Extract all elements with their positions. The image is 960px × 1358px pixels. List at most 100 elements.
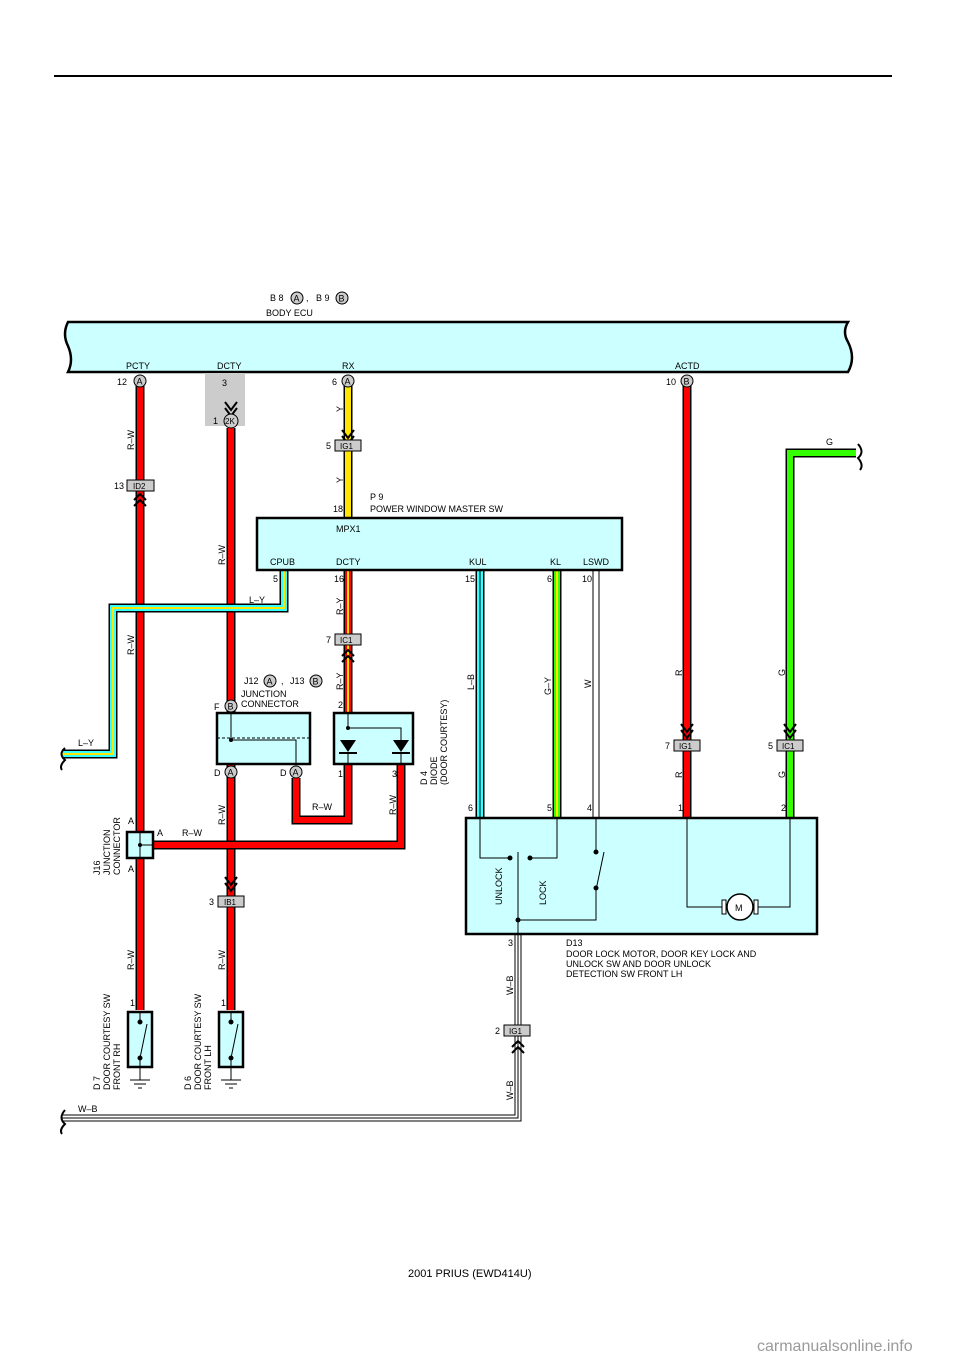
p9-pin18: 18 xyxy=(333,504,343,514)
wire-label-y-1: Y xyxy=(335,406,345,412)
ig1-c-num: 2 xyxy=(495,1026,500,1036)
j16-a-right: A xyxy=(157,828,163,838)
ig1-b-num: 7 xyxy=(665,741,670,751)
ib1-num: 3 xyxy=(209,897,214,907)
wire-ly xyxy=(62,570,289,759)
p9-kl: KL xyxy=(550,557,561,567)
d6-switch-icon xyxy=(221,1012,241,1089)
diode-2-icon xyxy=(393,740,409,752)
diode-link xyxy=(347,713,402,740)
jc-j13-badge-shape xyxy=(309,674,323,688)
d13-name: D13 xyxy=(566,938,583,948)
dcty-num: 3 xyxy=(222,378,227,388)
wire-label-wb-2: W–B xyxy=(505,1080,515,1100)
motor-brush-right xyxy=(753,899,759,915)
ig1-b-label: IG1 xyxy=(679,742,692,751)
id2-box xyxy=(126,479,155,492)
wire-label-r-1: R xyxy=(674,669,684,676)
d13-desc2: UNLOCK SW AND DOOR UNLOCK xyxy=(566,959,711,969)
actd-num: 10 xyxy=(666,377,676,387)
chevron-ib1-icon xyxy=(224,876,238,893)
motor-brush-left xyxy=(721,899,727,915)
actd-badge-shape xyxy=(680,374,694,388)
wire-rw-jc-diode xyxy=(291,765,353,825)
wire-label-rw-6: R–W xyxy=(217,949,227,970)
wire-label-ry-2: R–Y xyxy=(335,672,345,690)
diode-node xyxy=(346,726,350,730)
wire-label-rw-4: R–W xyxy=(217,544,227,565)
diode-line1: D 4 xyxy=(419,771,429,785)
p9-n16: 16 xyxy=(334,574,344,584)
pcty-badge: A xyxy=(137,377,143,387)
chevron-ig1-c-icon xyxy=(511,1039,525,1054)
wire-label-rw-8: R–W xyxy=(312,802,333,812)
ecu-ref-2-badge: B xyxy=(339,294,345,304)
pin-label-dcty: DCTY xyxy=(217,361,242,371)
ig1-a-box xyxy=(334,439,362,452)
diode-line3: (DOOR COURTESY) xyxy=(439,700,449,785)
wire-label-g-3: G xyxy=(826,437,833,447)
chevron-id2-icon xyxy=(133,492,147,507)
jc-d1: D xyxy=(214,768,221,778)
jc-j12-badge-shape xyxy=(263,674,277,688)
jc-line1: JUNCTION xyxy=(241,689,287,699)
wire-g xyxy=(785,448,856,818)
pcty-num: 12 xyxy=(117,377,127,387)
chevron-ic1-b-icon xyxy=(783,723,797,740)
wire-label-y-2: Y xyxy=(335,477,345,483)
wire-label-ry-1: R–Y xyxy=(335,597,345,615)
chevron-ig1-b-icon xyxy=(680,723,694,740)
ic1-b-box xyxy=(776,739,804,752)
p9-box xyxy=(255,516,624,572)
ic1-a-num: 7 xyxy=(326,635,331,645)
ig1-b-box xyxy=(673,739,701,752)
jc-f: F xyxy=(214,702,220,712)
ecu-name: BODY ECU xyxy=(266,308,313,318)
jc-sep: , xyxy=(281,676,284,686)
chevron-ic1-a-icon xyxy=(341,648,355,663)
watermark: carmanualsonline.info xyxy=(757,1338,913,1355)
wire-label-r-2: R xyxy=(674,771,684,778)
ecu-ref-2-badge-shape xyxy=(335,291,349,305)
diode-line2: DIODE xyxy=(429,756,439,785)
ecu-sep: , xyxy=(306,293,309,303)
d13-internals xyxy=(479,818,791,934)
wire-wb xyxy=(62,935,522,1122)
ig1-a-label: IG1 xyxy=(340,442,353,451)
ecu-ref-1-badge-shape xyxy=(290,291,304,305)
wire-label-rw-9: R–W xyxy=(182,828,203,838)
wire-label-w: W xyxy=(583,679,593,688)
wire-label-gy: G–Y xyxy=(543,677,553,695)
jc-inner-link xyxy=(230,713,297,764)
ic1-a-label: IC1 xyxy=(340,636,353,645)
ig1-c-label: IG1 xyxy=(509,1027,522,1036)
break-mark-g xyxy=(856,443,863,471)
diode-pin1: 1 xyxy=(338,769,343,779)
ecu-ref-1-badge: A xyxy=(294,294,300,304)
p9-name: P 9 xyxy=(370,492,383,502)
rx-num: 6 xyxy=(332,377,337,387)
ecu-ref-1: B 8 xyxy=(270,293,284,303)
pcty-badge-shape xyxy=(133,374,147,388)
wire-label-rw-7: R–W xyxy=(388,794,398,815)
rx-badge: A xyxy=(345,377,351,387)
rx-badge-shape xyxy=(341,374,355,388)
p9-n6: 6 xyxy=(547,574,552,584)
jc-j13-badge: B xyxy=(313,677,319,687)
p9-n10: 10 xyxy=(582,574,592,584)
d13-lock: LOCK xyxy=(538,880,548,905)
d7-line2: DOOR COURTESY SW xyxy=(102,993,112,1090)
d13-pin2: 2 xyxy=(781,803,786,813)
p9-desc: POWER WINDOW MASTER SW xyxy=(370,504,503,514)
d13-unlock: UNLOCK xyxy=(494,867,504,905)
d13-pin5: 5 xyxy=(547,803,552,813)
pin-label-pcty: PCTY xyxy=(126,361,150,371)
actd-badge: B xyxy=(684,377,690,387)
diode-1-icon xyxy=(340,740,356,752)
p9-cpub: CPUB xyxy=(270,557,295,567)
ic1-b-label: IC1 xyxy=(782,742,795,751)
c2k-badge-shape xyxy=(223,413,239,429)
jc-f-badge: B xyxy=(228,702,234,712)
motor-icon xyxy=(726,893,754,921)
